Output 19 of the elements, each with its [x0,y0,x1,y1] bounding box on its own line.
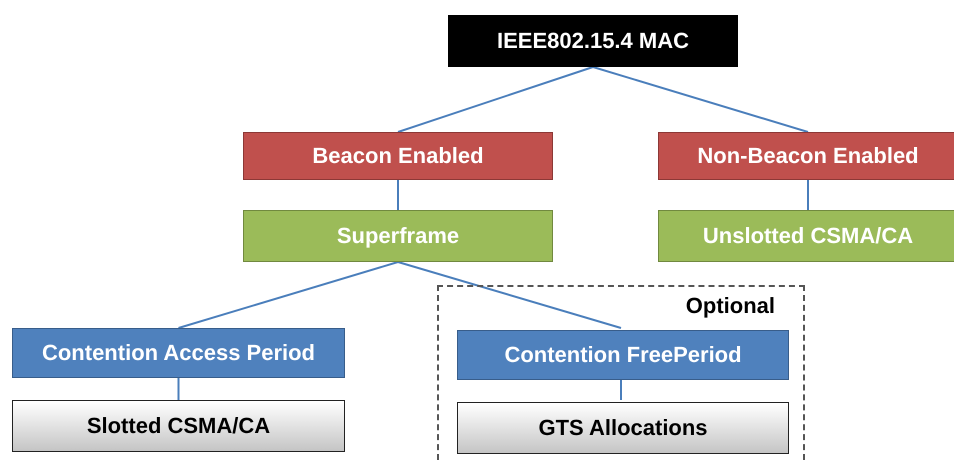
region-title: Optional [686,293,775,319]
connector-line [397,180,399,210]
process-box: Superframe [243,210,553,262]
connector-line [178,378,180,400]
connector-line [178,261,398,329]
process-box: Slotted CSMA/CA [12,400,345,452]
connector-line [398,261,622,329]
connector-line [398,66,594,133]
process-box: GTS Allocations [457,402,789,454]
process-box: Contention Access Period [12,328,345,378]
dashed-region [437,285,805,463]
connector-line [620,378,622,400]
connector-line [592,66,808,133]
process-box: Non-Beacon Enabled [658,132,954,180]
process-box: Beacon Enabled [243,132,553,180]
process-box: Contention FreePeriod [457,330,789,380]
connector-line [807,180,809,210]
process-box: IEEE802.15.4 MAC [448,15,738,67]
process-box: Unslotted CSMA/CA [658,210,954,262]
